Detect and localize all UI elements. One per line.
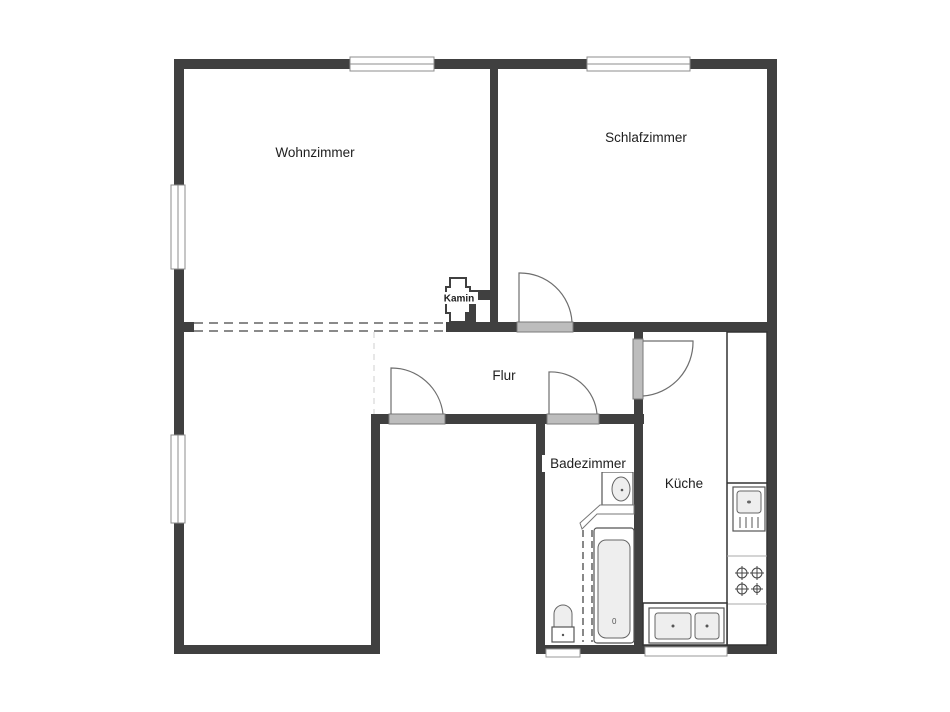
interior-walls <box>174 59 777 654</box>
door-living-lower[interactable] <box>388 367 446 425</box>
kamin-icon: Kamin <box>440 277 478 323</box>
bathroom-fixtures: 0 <box>545 471 635 658</box>
room-label-flur: Flur <box>492 368 516 383</box>
wall-left <box>174 59 184 654</box>
windows <box>170 56 691 524</box>
kitchen-sink-icon <box>732 486 766 532</box>
double-sink-icon <box>648 607 725 644</box>
kamin-label: Kamin <box>444 294 475 305</box>
door-bathroom[interactable] <box>546 371 600 425</box>
room-label-kueche: Küche <box>665 476 703 491</box>
room-label-badezimmer: Badezimmer <box>550 456 626 471</box>
wall-flur-bottom <box>380 414 644 424</box>
toilet-icon <box>551 604 575 643</box>
room-label-wohnzimmer: Wohnzimmer <box>275 145 355 160</box>
bathtub-icon: 0 <box>593 527 635 644</box>
wall-stub-left <box>174 322 194 332</box>
kamin-wall-top <box>470 290 492 300</box>
wall-top <box>174 59 777 69</box>
door-kitchen[interactable] <box>632 338 694 400</box>
exterior-walls <box>174 59 777 654</box>
open-passage <box>194 322 446 414</box>
room-label-schlafzimmer: Schlafzimmer <box>605 130 687 145</box>
door-bedroom[interactable] <box>516 272 574 333</box>
kitchen-fixtures <box>642 331 768 657</box>
bathroom-sink-icon <box>601 471 634 506</box>
window-living-left-lower <box>170 434 186 524</box>
window-living-top <box>349 56 435 72</box>
stove-icon <box>735 566 764 596</box>
wall-living-right <box>371 414 380 654</box>
wall-bottom-living <box>174 645 380 654</box>
window-bedroom-top <box>586 56 691 72</box>
window-living-left-upper <box>170 184 186 270</box>
shower-screen-icon <box>579 504 635 642</box>
svg-text:0: 0 <box>612 617 617 626</box>
wall-right <box>767 59 777 654</box>
wall-living-bedroom <box>490 59 498 331</box>
wall-bath-kitchen <box>634 332 643 654</box>
wall-bath-left <box>536 414 545 654</box>
wall-flur-top <box>446 322 777 332</box>
